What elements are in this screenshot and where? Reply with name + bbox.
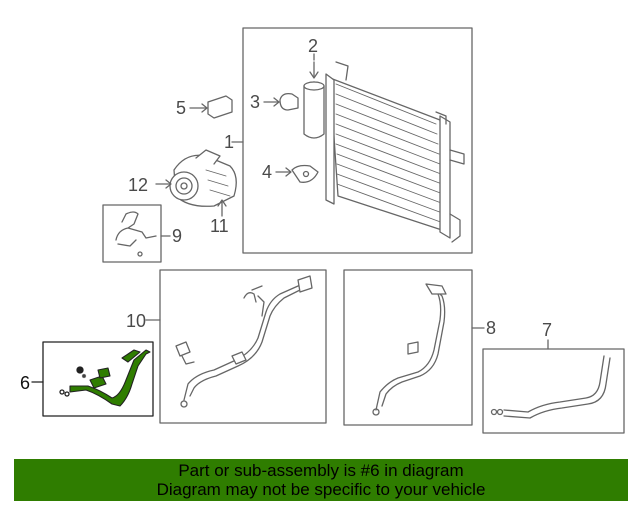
banner-line-part-number: Part or sub-assembly is #6 in diagram [178, 461, 464, 480]
callout-11: 11 [210, 216, 229, 236]
part-10-box[interactable] [145, 269, 327, 424]
part-6-box[interactable] [31, 341, 154, 417]
callout-9: 9 [172, 226, 182, 246]
part-7-box[interactable] [482, 339, 625, 434]
callout-2: 2 [308, 36, 318, 56]
callout-12: 12 [128, 175, 148, 195]
callout-10: 10 [126, 311, 146, 331]
bracket-part[interactable] [275, 164, 319, 183]
drier-clamp[interactable] [263, 92, 299, 111]
callout-4: 4 [262, 162, 272, 182]
compressor[interactable] [155, 149, 237, 217]
callout-7: 7 [542, 320, 552, 340]
condenser-core[interactable] [325, 61, 465, 243]
part-9-box[interactable] [102, 204, 171, 263]
callout-5: 5 [176, 98, 186, 118]
part-8-box[interactable] [343, 269, 485, 426]
receiver-drier[interactable] [303, 61, 325, 139]
cap-part[interactable] [189, 95, 233, 119]
callout-8: 8 [486, 318, 496, 338]
callout-3: 3 [250, 92, 260, 112]
parts-diagram: 1 2 3 4 5 6 7 8 9 10 11 12 [20, 27, 625, 434]
callout-1: 1 [224, 132, 234, 152]
info-banner: Part or sub-assembly is #6 in diagram Di… [14, 459, 628, 501]
callout-6: 6 [20, 373, 30, 393]
highlighted-hose-part-6[interactable] [69, 349, 151, 407]
banner-line-disclaimer: Diagram may not be specific to your vehi… [156, 480, 486, 499]
